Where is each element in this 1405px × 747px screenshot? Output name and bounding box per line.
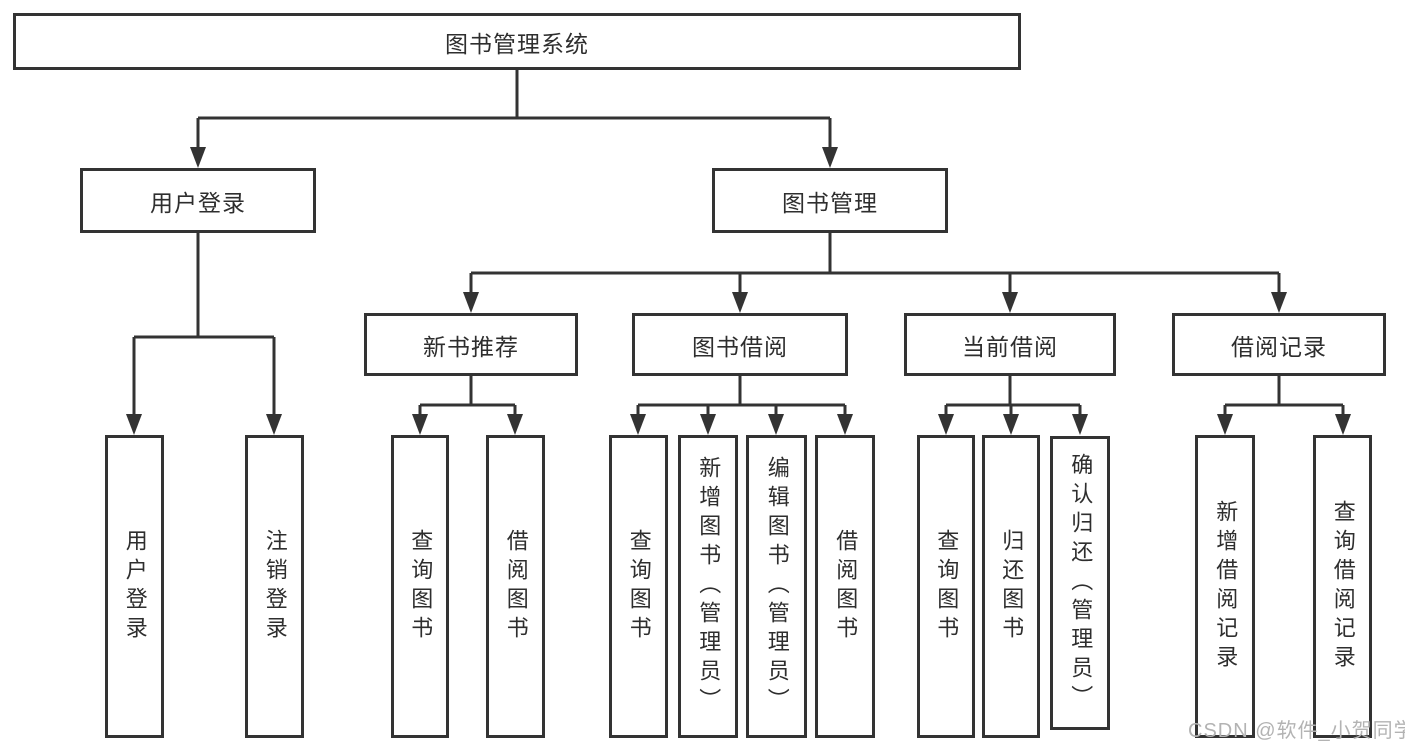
node-bb-add-books-admin: 新增图书（管理员） bbox=[678, 435, 738, 738]
node-cb-return-books: 归还图书 bbox=[982, 435, 1040, 738]
node-label: 查询图书 bbox=[408, 528, 434, 645]
node-nbr-query-books: 查询图书 bbox=[391, 435, 449, 738]
node-label: 查询图书 bbox=[934, 528, 960, 645]
node-label: 新增借阅记录 bbox=[1213, 499, 1239, 674]
node-cb-confirm-return-admin: 确认归还（管理员） bbox=[1050, 436, 1110, 730]
node-label: 图书管理 bbox=[782, 189, 878, 216]
node-label: 用户登录 bbox=[122, 528, 148, 645]
node-label: 确认归还（管理员） bbox=[1068, 452, 1094, 714]
node-label: 查询图书 bbox=[626, 528, 652, 645]
arrowheads bbox=[126, 147, 1351, 435]
node-bb-borrow-books: 借阅图书 bbox=[815, 435, 875, 738]
node-current-borrow: 当前借阅 bbox=[904, 313, 1116, 376]
node-label: 新书推荐 bbox=[423, 333, 519, 360]
node-login: 用户登录 bbox=[105, 435, 164, 738]
node-label: 图书管理系统 bbox=[445, 30, 589, 57]
node-label: 归还图书 bbox=[999, 528, 1025, 645]
node-label: 借阅记录 bbox=[1231, 333, 1327, 360]
node-label: 查询借阅记录 bbox=[1330, 499, 1356, 674]
node-bb-edit-books-admin: 编辑图书（管理员） bbox=[746, 435, 807, 738]
node-root: 图书管理系统 bbox=[13, 13, 1021, 70]
node-br-query-record: 查询借阅记录 bbox=[1313, 435, 1372, 738]
node-cb-query-books: 查询图书 bbox=[917, 435, 975, 738]
node-label: 新增图书（管理员） bbox=[696, 456, 722, 717]
node-label: 编辑图书（管理员） bbox=[764, 456, 790, 717]
node-book-borrow: 图书借阅 bbox=[632, 313, 848, 376]
node-label: 注销登录 bbox=[262, 528, 288, 645]
node-label: 图书借阅 bbox=[692, 333, 788, 360]
node-label: 当前借阅 bbox=[962, 333, 1058, 360]
node-br-add-record: 新增借阅记录 bbox=[1195, 435, 1255, 738]
node-bb-query-books: 查询图书 bbox=[609, 435, 668, 738]
node-user-login: 用户登录 bbox=[80, 168, 316, 233]
node-borrow-records: 借阅记录 bbox=[1172, 313, 1386, 376]
node-nbr-borrow-books: 借阅图书 bbox=[486, 435, 545, 738]
node-logout: 注销登录 bbox=[245, 435, 304, 738]
csdn-watermark: CSDN @软件_小贺同学 bbox=[1188, 720, 1405, 742]
node-book-management: 图书管理 bbox=[712, 168, 948, 233]
node-label: 借阅图书 bbox=[833, 528, 859, 645]
node-new-book-recommend: 新书推荐 bbox=[364, 313, 578, 376]
node-label: 借阅图书 bbox=[503, 528, 529, 645]
node-label: 用户登录 bbox=[150, 189, 246, 216]
